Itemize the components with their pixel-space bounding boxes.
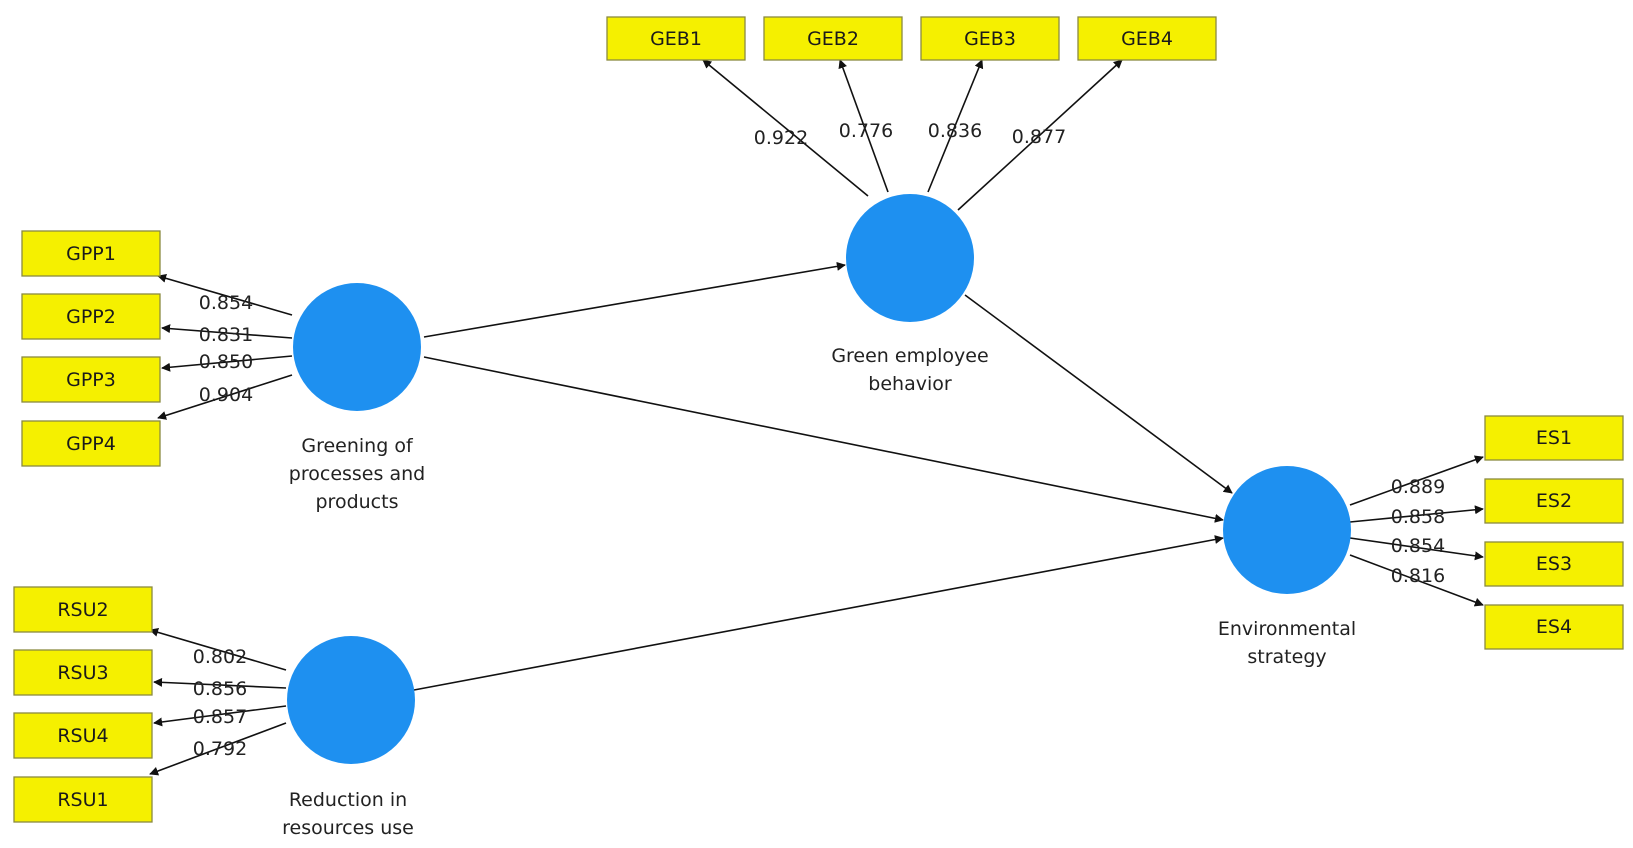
loading-value-es4: 0.816 [1391,565,1445,587]
construct-label-es-line1: Environmental [1218,618,1356,640]
path-rsu-to-es [413,535,1224,691]
indicator-es3: ES3 [1484,541,1624,587]
loading-arrow-geb3 [927,59,984,193]
construct-label-rsu-line1: Reduction in [289,789,407,811]
indicator-label: GPP4 [66,433,116,455]
loading-arrow-gpp3 [161,355,293,372]
loading-arrow-gpp4 [157,374,293,420]
construct-label-rsu-line2: resources use [282,817,414,839]
indicator-geb4: GEB4 [1077,16,1217,61]
indicator-geb2: GEB2 [763,16,903,61]
indicator-label: ES1 [1536,427,1572,449]
indicator-label: GPP2 [66,306,116,328]
loading-value-es3: 0.854 [1391,535,1445,557]
loading-arrow-rsu3 [153,677,287,689]
loading-value-gpp4: 0.904 [199,384,253,406]
loading-value-es1: 0.889 [1391,476,1445,498]
geb-indicators: GEB1 GEB2 GEB3 GEB4 0.922 0.776 0.836 0.… [606,16,1217,211]
indicator-label: RSU4 [57,725,108,747]
path-gpp-to-geb [423,261,846,338]
structural-paths [413,261,1233,691]
path-geb-to-es [964,294,1233,494]
gpp-indicators: GPP1 GPP2 GPP3 GPP4 0.854 0.831 0.850 0.… [21,230,293,467]
indicator-label: RSU3 [57,662,108,684]
loading-value-gpp2: 0.831 [199,324,253,346]
loading-value-geb3: 0.836 [928,120,982,142]
loading-value-geb2: 0.776 [839,120,893,142]
indicator-label: GEB1 [650,28,702,50]
construct-environmental-strategy [1223,466,1351,594]
rsu-indicators: RSU2 RSU3 RSU4 RSU1 0.802 0.856 0.857 0.… [13,586,287,823]
construct-label-geb-line2: behavior [868,373,952,395]
loading-arrow-geb1 [702,59,869,197]
construct-label-es-line2: strategy [1247,646,1326,668]
loading-value-geb1: 0.922 [754,127,808,149]
indicator-label: GEB4 [1121,28,1173,50]
indicator-label: GPP1 [66,243,116,265]
loading-value-rsu2: 0.802 [193,646,247,668]
indicator-gpp3: GPP3 [21,356,161,403]
construct-label-geb-line1: Green employee [831,345,988,367]
loading-value-gpp3: 0.850 [199,351,253,373]
es-indicators: ES1 ES2 ES3 ES4 0.889 0.858 0.854 0.816 [1349,415,1624,650]
loading-arrow-es3 [1349,537,1484,561]
construct-reduction-in-resources-use [287,636,415,764]
indicator-rsu4: RSU4 [13,712,153,759]
loading-value-rsu3: 0.856 [193,678,247,700]
construct-label-gpp-line2: processes and [289,463,425,485]
indicator-geb1: GEB1 [606,16,746,61]
path-gpp-to-es [423,356,1224,523]
indicator-label: ES4 [1536,616,1572,638]
loading-arrow-gpp2 [161,324,293,339]
indicator-gpp1: GPP1 [21,230,161,277]
loading-arrow-rsu1 [149,722,287,776]
loading-value-rsu1: 0.792 [193,738,247,760]
loading-value-geb4: 0.877 [1012,126,1066,148]
indicator-label: RSU1 [57,789,108,811]
indicator-geb3: GEB3 [920,16,1060,61]
indicator-rsu2: RSU2 [13,586,153,633]
indicator-gpp4: GPP4 [21,420,161,467]
loading-arrow-rsu4 [153,705,287,727]
indicator-es4: ES4 [1484,604,1624,650]
construct-label-gpp-line3: products [316,491,399,513]
loading-arrow-geb2 [838,59,889,193]
loading-value-rsu4: 0.857 [193,706,247,728]
indicator-gpp2: GPP2 [21,293,161,340]
indicator-label: GEB2 [807,28,859,50]
indicator-rsu3: RSU3 [13,649,153,696]
loading-arrow-es4 [1349,554,1484,607]
indicator-label: ES2 [1536,490,1572,512]
construct-label-gpp-line1: Greening of [301,435,414,457]
loading-value-es2: 0.858 [1391,506,1445,528]
loading-arrow-es1 [1349,455,1484,506]
construct-greening-of-processes [293,283,421,411]
indicator-es2: ES2 [1484,478,1624,524]
indicator-label: RSU2 [57,599,108,621]
construct-green-employee-behavior [846,194,974,322]
loading-value-gpp1: 0.854 [199,292,253,314]
indicator-label: ES3 [1536,553,1572,575]
indicator-rsu1: RSU1 [13,776,153,823]
indicator-es1: ES1 [1484,415,1624,461]
loading-arrow-rsu2 [149,627,287,671]
loading-arrow-geb4 [957,59,1123,211]
indicator-label: GPP3 [66,369,116,391]
loading-arrow-es2 [1349,505,1484,523]
loading-arrow-gpp1 [157,273,293,316]
indicator-label: GEB3 [964,28,1016,50]
